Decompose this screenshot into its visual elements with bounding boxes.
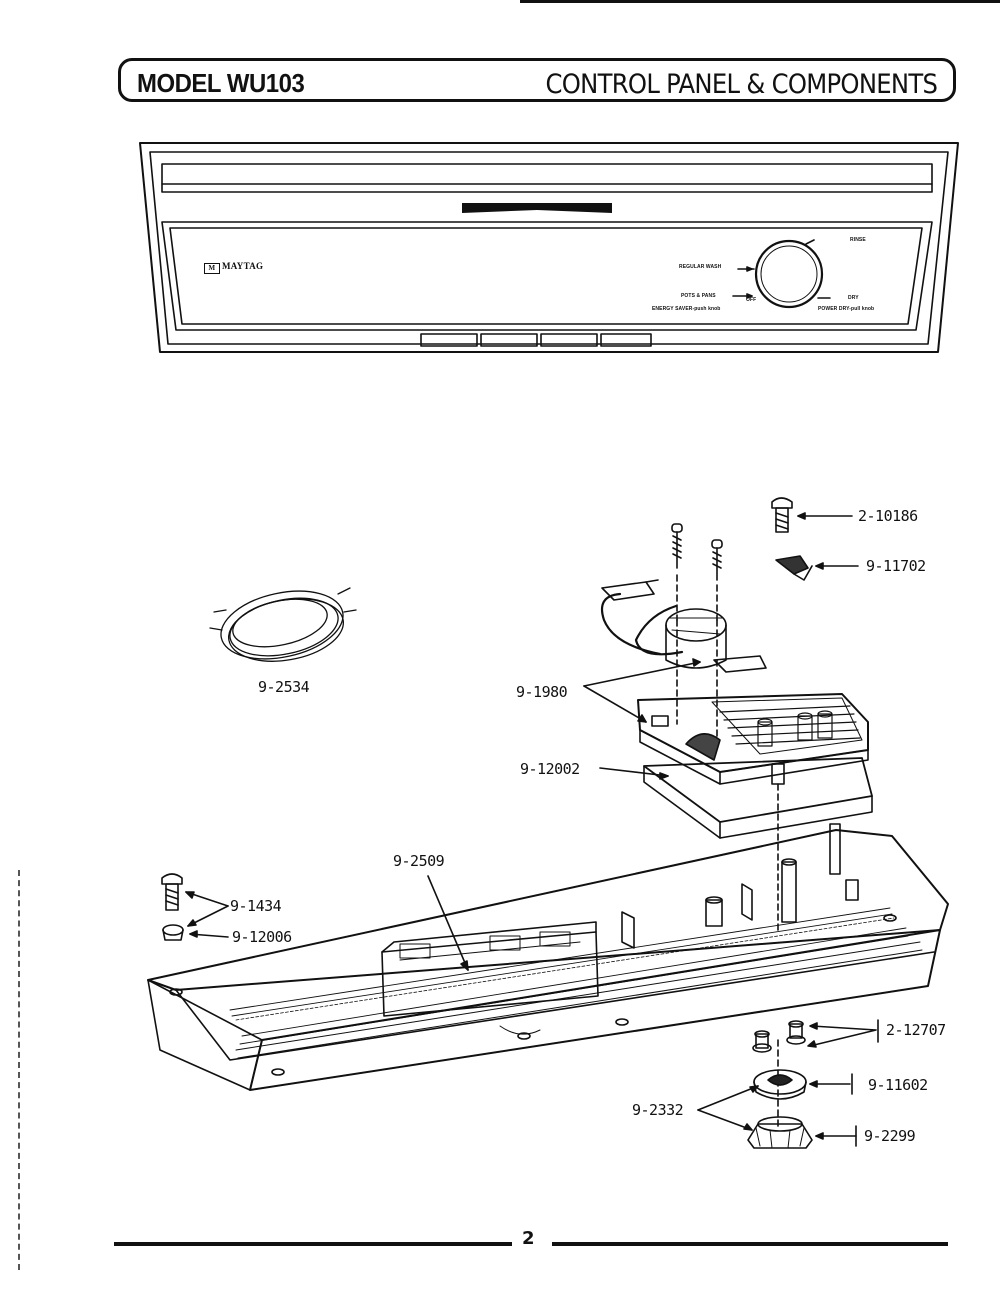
dial-label-energy-saver: ENERGY SAVER-push knob [652, 306, 721, 312]
header-box: MODEL WU103 CONTROL PANEL & COMPONENTS [118, 58, 956, 102]
control-panel-front-view [139, 142, 959, 353]
knob-assembly-drawing [697, 1019, 879, 1149]
callout-9-2299: 9-2299 [864, 1127, 916, 1145]
dial-label-pots-pans: POTS & PANS [681, 293, 716, 299]
callout-9-2534: 9-2534 [258, 678, 310, 696]
callout-9-1980: 9-1980 [516, 683, 568, 701]
dial-label-dry: DRY [848, 295, 859, 301]
callout-9-11702: 9-11702 [866, 557, 926, 575]
callout-2-12707: 2-12707 [886, 1021, 946, 1039]
wire-harness-drawing [209, 587, 357, 662]
scan-edge-marks [18, 870, 22, 1270]
screw-9-1434-drawing [161, 873, 229, 941]
console-housing-drawing [147, 823, 949, 1091]
top-rule [520, 0, 1000, 3]
dial-label-power-dry: POWER DRY-pull knob [818, 306, 875, 312]
callout-9-11602: 9-11602 [868, 1076, 928, 1094]
bolt-2-10186-drawing [771, 497, 853, 533]
brand-name: MAYTAG [222, 261, 264, 271]
callout-2-10186: 2-10186 [858, 507, 918, 525]
callout-9-1434: 9-1434 [230, 897, 282, 915]
clip-9-11702-drawing [775, 555, 859, 581]
timer-mount-screws [671, 523, 723, 621]
page-number: 2 [522, 1228, 535, 1249]
footer-rule-right [552, 1242, 948, 1246]
brand-mark-icon: M [204, 263, 220, 274]
callout-9-2332: 9-2332 [632, 1101, 684, 1119]
callout-9-2509: 9-2509 [393, 852, 445, 870]
section-title: CONTROL PANEL & COMPONENTS [545, 69, 937, 100]
dial-label-off: OFF [746, 297, 757, 303]
callout-9-12006: 9-12006 [232, 928, 292, 946]
insulator-9-12002-drawing [599, 757, 873, 931]
dial-label-regular-wash: REGULAR WASH [679, 264, 722, 270]
callout-9-12002: 9-12002 [520, 760, 580, 778]
dial-label-rinse: RINSE [850, 237, 866, 243]
footer-rule-left [114, 1242, 512, 1246]
timer-9-1980-drawing [583, 579, 869, 785]
model-title: MODEL WU103 [137, 68, 305, 98]
